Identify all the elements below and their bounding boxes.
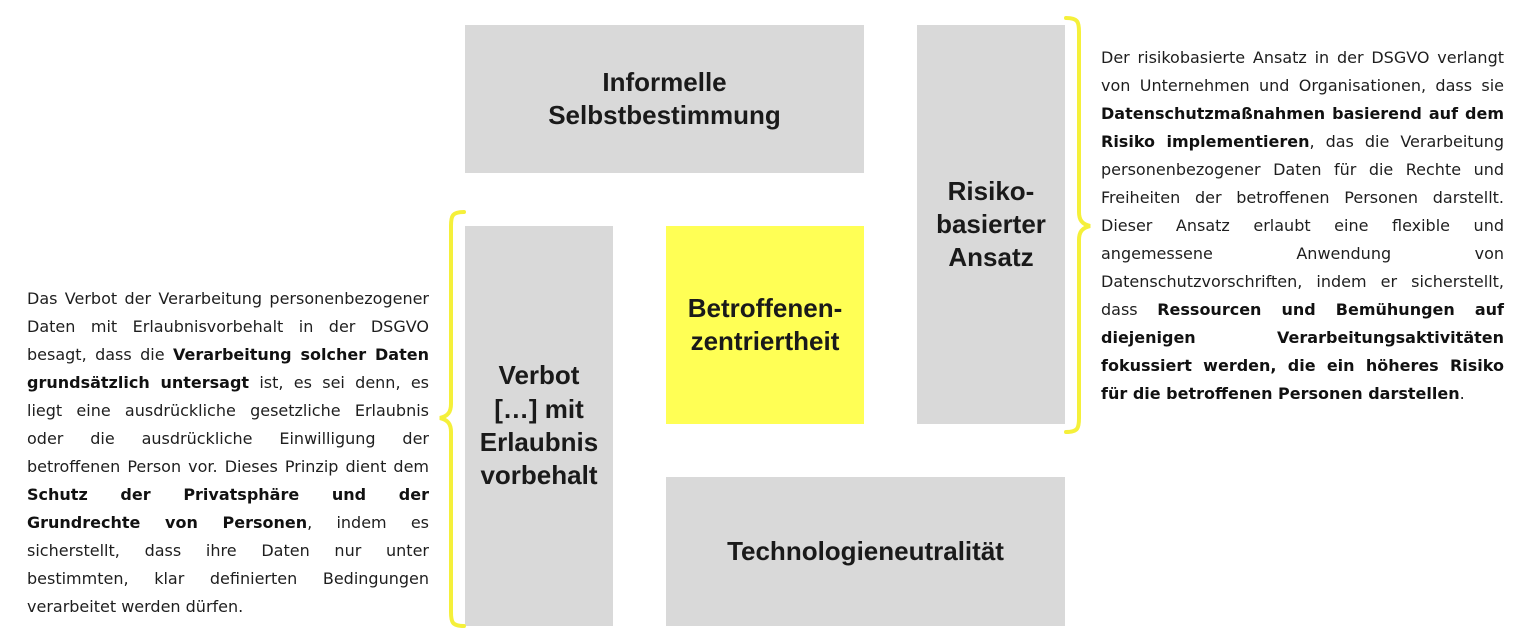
box-label-informelle: Informelle Selbstbestimmung (548, 66, 781, 130)
right-description: Der risikobasierte Ansatz in der DSGVO v… (1101, 48, 1504, 403)
box-label-betroffenen: Betroffenen- zentriertheit (687, 292, 843, 356)
box-technologieneutralitaet: Technologieneutralität (666, 477, 1065, 626)
box-informelle-selbstbestimmung: Informelle Selbstbestimmung (465, 25, 864, 173)
box-risikobasierter-ansatz: Risiko- basierter Ansatz (917, 25, 1065, 424)
right-curly-bracket (1064, 16, 1091, 434)
box-betroffenenzentriertheit: Betroffenen- zentriertheit (666, 226, 864, 424)
left-description: Das Verbot der Verarbeitung personenbezo… (27, 289, 430, 616)
box-label-verbot: Verbot […] mit Erlaubnis vorbehalt (479, 360, 599, 491)
box-label-technologie: Technologieneutralität (727, 535, 1004, 566)
box-verbot-mit-erlaubnisvorbehalt: Verbot […] mit Erlaubnis vorbehalt (465, 226, 613, 626)
box-label-risiko: Risiko- basierter Ansatz (936, 175, 1046, 273)
left-curly-bracket (439, 210, 466, 628)
